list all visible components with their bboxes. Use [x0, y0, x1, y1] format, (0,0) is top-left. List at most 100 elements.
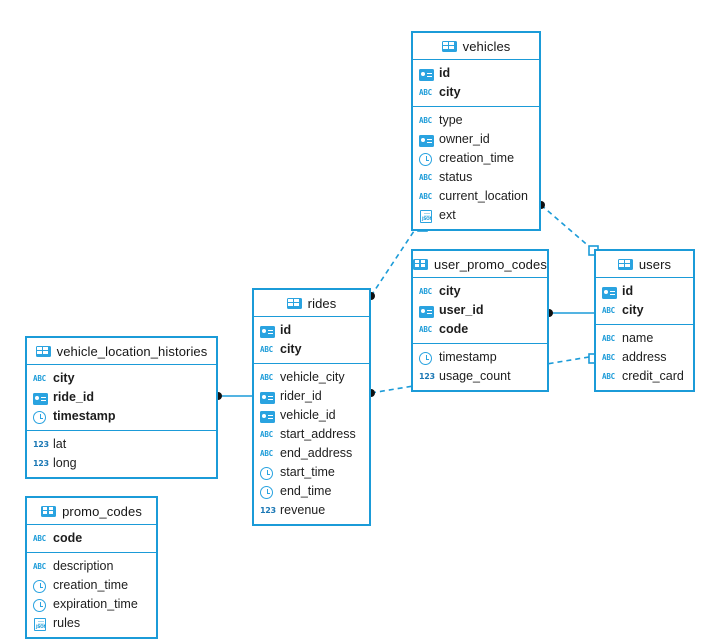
- column-row[interactable]: creation_time: [413, 149, 539, 168]
- column-name: code: [439, 322, 469, 337]
- column-row[interactable]: timestamp: [413, 348, 547, 367]
- abc-icon: ABC: [419, 87, 432, 97]
- clock-icon: [419, 152, 434, 166]
- table-header[interactable]: vehicle_location_histories: [27, 338, 216, 365]
- number-icon: 123: [33, 439, 49, 449]
- table-header[interactable]: user_promo_codes: [413, 251, 547, 278]
- column-name: current_location: [439, 189, 528, 204]
- column-row[interactable]: vehicle_id: [254, 406, 369, 425]
- primary-key-row[interactable]: timestamp: [27, 407, 216, 426]
- column-name: description: [53, 559, 114, 574]
- abc-icon: ABC: [260, 372, 273, 382]
- abc-icon: ABC: [33, 533, 46, 543]
- column-row[interactable]: end_time: [254, 482, 369, 501]
- id-card-icon: [260, 324, 275, 338]
- column-name: city: [280, 342, 302, 357]
- clock-icon: [260, 485, 275, 499]
- column-row[interactable]: owner_id: [413, 130, 539, 149]
- primary-key-row[interactable]: id: [254, 321, 369, 340]
- json-icon: [33, 617, 48, 631]
- column-row[interactable]: ext: [413, 206, 539, 225]
- table-name: vehicle_location_histories: [56, 343, 208, 359]
- table-name: users: [638, 256, 672, 272]
- column-name: city: [439, 284, 461, 299]
- column-name: end_address: [280, 446, 353, 461]
- table-header[interactable]: promo_codes: [27, 498, 156, 525]
- column-row[interactable]: 123 usage_count: [413, 367, 547, 386]
- abc-icon: ABC: [33, 561, 46, 571]
- abc-icon: ABC: [260, 344, 273, 354]
- column-row[interactable]: creation_time: [27, 576, 156, 595]
- table-header[interactable]: rides: [254, 290, 369, 317]
- id-card-icon: [33, 391, 48, 405]
- column-name: address: [622, 350, 667, 365]
- column-name: start_time: [280, 465, 335, 480]
- column-name: creation_time: [53, 578, 129, 593]
- column-name: owner_id: [439, 132, 490, 147]
- column-name: name: [622, 331, 654, 346]
- column-name: ride_id: [53, 390, 94, 405]
- column-name: rules: [53, 616, 81, 631]
- primary-key-row[interactable]: id: [413, 64, 539, 83]
- abc-icon: ABC: [419, 286, 432, 296]
- column-row[interactable]: 123 lat: [27, 435, 216, 454]
- column-row[interactable]: ABC current_location: [413, 187, 539, 206]
- column-row[interactable]: rules: [27, 614, 156, 633]
- column-name: rider_id: [280, 389, 322, 404]
- primary-key-row[interactable]: ride_id: [27, 388, 216, 407]
- clock-icon: [419, 351, 434, 365]
- abc-icon: ABC: [602, 305, 615, 315]
- clock-icon: [33, 410, 48, 424]
- primary-key-row[interactable]: id: [596, 282, 693, 301]
- table-name: promo_codes: [62, 503, 142, 519]
- table-grid-icon: [286, 297, 302, 309]
- table-header[interactable]: vehicles: [413, 33, 539, 60]
- number-icon: 123: [419, 371, 435, 381]
- column-row[interactable]: rider_id: [254, 387, 369, 406]
- abc-icon: ABC: [602, 371, 615, 381]
- column-name: lat: [53, 437, 67, 452]
- column-row[interactable]: ABC description: [27, 557, 156, 576]
- primary-key-row[interactable]: ABC city: [254, 340, 369, 359]
- abc-icon: ABC: [419, 191, 432, 201]
- primary-key-row[interactable]: user_id: [413, 301, 547, 320]
- column-row[interactable]: ABC vehicle_city: [254, 368, 369, 387]
- column-name: type: [439, 113, 463, 128]
- column-name: vehicle_city: [280, 370, 345, 385]
- column-name: usage_count: [439, 369, 511, 384]
- column-row[interactable]: expiration_time: [27, 595, 156, 614]
- column-name: timestamp: [53, 409, 116, 424]
- column-section: ABC description creation_time expiration_ti…: [27, 553, 156, 637]
- id-card-icon: [419, 304, 434, 318]
- json-icon: [419, 209, 434, 223]
- primary-key-row[interactable]: ABC city: [413, 282, 547, 301]
- column-row[interactable]: start_time: [254, 463, 369, 482]
- column-name: id: [439, 66, 451, 81]
- table-header[interactable]: users: [596, 251, 693, 278]
- column-name: start_address: [280, 427, 356, 442]
